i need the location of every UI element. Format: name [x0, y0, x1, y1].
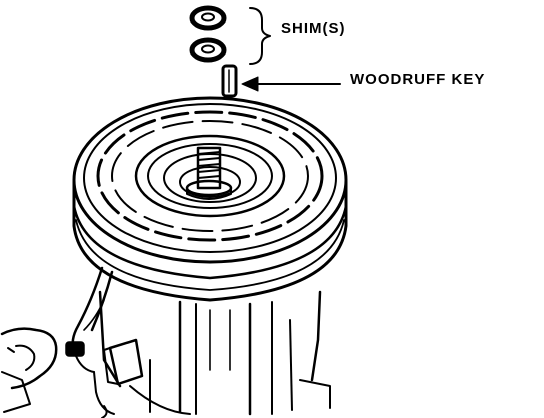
mounting-bracket: [2, 329, 56, 412]
shim-lower: [192, 40, 224, 60]
shim-upper: [192, 8, 224, 28]
compressor-body: [100, 292, 330, 414]
pulley-assembly: [74, 98, 346, 300]
woodruff-key: [223, 66, 236, 96]
woodruff-key-arrow: [242, 77, 340, 91]
woodruff-key-label: WOODRUFF KEY: [350, 71, 486, 88]
threaded-shaft: [187, 148, 231, 199]
clutch-wire-harness: [66, 268, 114, 418]
shim-brace: [250, 8, 270, 64]
connector-block: [104, 340, 142, 384]
shims-label: SHIM(S): [281, 20, 346, 37]
